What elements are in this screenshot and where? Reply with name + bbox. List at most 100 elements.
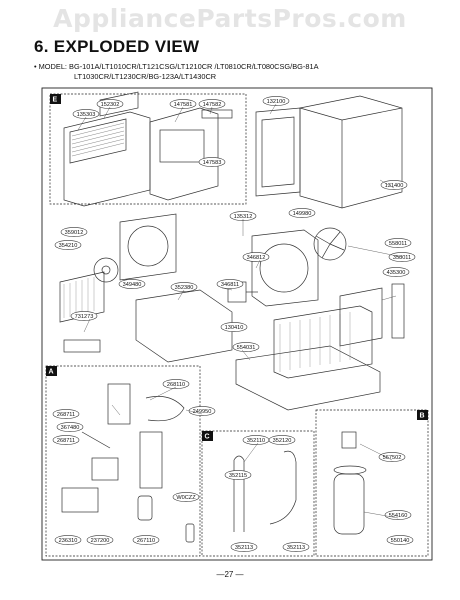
section-b-box	[315, 409, 429, 557]
part-callout-bubble	[242, 252, 270, 262]
part-number-label: 352120	[273, 438, 292, 444]
section-a-box	[45, 365, 201, 557]
part-callout-bubble	[384, 238, 412, 248]
part-number-label: 349480	[123, 282, 142, 288]
model-line-2: LT1030CR/LT1230CR/BG-123A/LT1430CR	[74, 72, 217, 81]
cabinet-drawing	[299, 95, 403, 209]
blower-fan-drawing	[93, 257, 119, 283]
part-number-label: 352115	[229, 473, 247, 479]
part-callout-bubble	[268, 435, 296, 445]
compressor-drawing	[333, 473, 365, 535]
part-callout-bubble	[162, 379, 190, 389]
part-number-label: 149980	[293, 211, 312, 217]
part-number-label: 554160	[389, 513, 408, 519]
front-panel-drawing	[63, 111, 151, 207]
control-bracket-drawing	[139, 431, 163, 489]
part-callout-bubble	[198, 99, 226, 109]
thermistor-drawing	[185, 523, 195, 543]
part-number-label: 352110	[247, 438, 265, 444]
part-callout-bubble	[382, 267, 410, 277]
part-callout-bubble	[216, 279, 244, 289]
guard-drawing	[339, 287, 383, 347]
section-a-marker	[46, 366, 57, 376]
part-callout-bubble	[262, 96, 290, 106]
part-callout-bubble	[384, 510, 412, 520]
section-e-marker	[50, 94, 61, 104]
part-number-label: 268711	[57, 438, 75, 444]
part-callout-bubble	[282, 542, 310, 552]
part-number-label: 731273	[75, 314, 94, 320]
control-box-drawing	[107, 383, 131, 425]
part-number-label: 147583	[203, 160, 222, 166]
part-number-label: 268110	[167, 382, 185, 388]
part-number-label: 249950	[193, 409, 212, 415]
part-number-label: 367480	[61, 425, 80, 431]
part-number-label: 135303	[77, 112, 96, 118]
part-callout-bubble	[169, 99, 197, 109]
compressor-mount	[333, 465, 367, 475]
condenser-drawing	[273, 305, 373, 379]
part-callout-bubble	[232, 342, 260, 352]
section-b-marker	[417, 410, 428, 420]
part-callout-bubble	[86, 535, 114, 545]
part-number-label: 147581	[174, 102, 193, 108]
part-number-label: 236310	[59, 538, 78, 544]
part-callout-bubble	[230, 542, 258, 552]
part-number-label: W0CZZ	[176, 495, 196, 501]
part-number-label: 346811	[221, 282, 239, 288]
part-callout-bubble	[132, 535, 160, 545]
part-callout-bubble	[380, 180, 408, 190]
front-frame-opening	[159, 129, 205, 163]
front-frame-drawing	[149, 107, 219, 201]
part-number-label: 554031	[237, 345, 256, 351]
section-c-marker	[202, 431, 213, 441]
pcb-drawing	[91, 457, 119, 481]
part-callout-bubble	[188, 406, 216, 416]
part-number-label: 354210	[59, 243, 78, 249]
part-number-label: 567502	[383, 455, 402, 461]
part-callout-bubble	[386, 535, 414, 545]
condenser-fan-drawing	[313, 227, 347, 261]
part-number-label: 558011	[389, 241, 407, 247]
cabinet-front-inner	[261, 116, 295, 188]
filter-drawing	[99, 91, 139, 117]
page-title: 6. EXPLODED VIEW	[34, 37, 200, 56]
section-e-box	[49, 93, 247, 205]
part-callout-bubble	[198, 157, 226, 167]
part-number-label: 130410	[225, 325, 244, 331]
part-callout-bubble	[172, 492, 200, 502]
part-callout-bubble	[96, 99, 124, 109]
part-callout-bubble	[52, 435, 80, 445]
condenser-fan-blades	[315, 231, 345, 259]
model-list: • MODEL: BG-101A/LT1010CR/LT121CSG/LT121…	[34, 62, 444, 82]
part-number-label: 359012	[65, 230, 84, 236]
part-number-label: 267110	[137, 538, 155, 544]
section-b-letter: B	[420, 413, 425, 420]
part-callout-bubble	[60, 227, 88, 237]
air-guide-opening	[259, 243, 309, 293]
blower-fan-hub	[101, 265, 111, 275]
section-a-letter: A	[49, 369, 54, 376]
part-callout-bubble	[170, 282, 198, 292]
section-c-box	[201, 430, 315, 557]
part-number-label: 135312	[234, 214, 253, 220]
shroud-drawing	[119, 213, 177, 281]
capacitor-drawing	[137, 495, 153, 521]
barrier-drawing	[135, 289, 233, 363]
watermark: AppliancePartsPros.com	[53, 4, 407, 33]
part-callout-bubble	[118, 279, 146, 289]
diagram-frame	[41, 87, 433, 561]
part-number-label: 346812	[247, 255, 266, 261]
part-callout-bubble	[52, 409, 80, 419]
part-number-label: 550140	[391, 538, 410, 544]
part-number-label: 352113	[235, 545, 253, 551]
air-guide-drawing	[251, 229, 319, 307]
tube-assembly-drawing	[233, 455, 245, 532]
power-cord-drawing	[145, 396, 185, 422]
louver-drawing	[201, 109, 233, 119]
section-e-letter: E	[53, 97, 58, 104]
cabinet-front-gasket-drawing	[255, 107, 301, 197]
part-callout-bubble	[224, 470, 252, 480]
part-number-label: 237200	[91, 538, 110, 544]
